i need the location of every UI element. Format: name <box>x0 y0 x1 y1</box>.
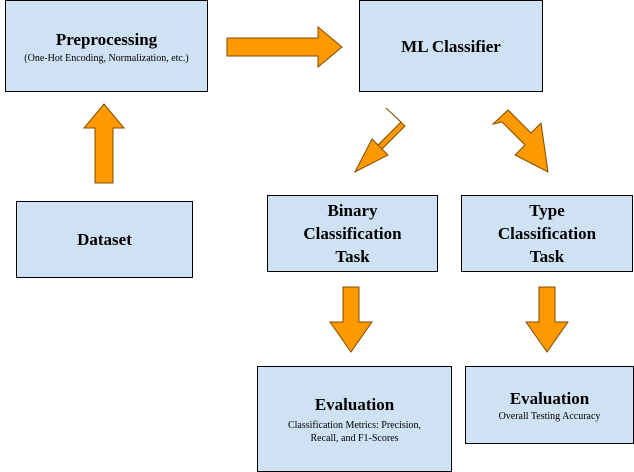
arrow-preprocessing-to-classifier <box>226 25 343 69</box>
arrow-type-to-evaluation <box>525 286 569 353</box>
arrow-classifier-to-binary <box>353 107 406 174</box>
binary-task-line-3: Task <box>335 247 370 266</box>
binary-task-line-1: Binary <box>327 201 378 220</box>
type-task-line-1: Type <box>529 201 565 220</box>
preprocessing-box: Preprocessing (One-Hot Encoding, Normali… <box>5 0 208 92</box>
binary-task-box: Binary Classification Task <box>267 195 438 272</box>
type-task-line-2: Classification <box>497 224 597 243</box>
arrow-binary-to-evaluation <box>329 286 373 353</box>
evaluation-binary-metrics-line-1: Classification Metrics: Precision, <box>287 420 422 431</box>
evaluation-binary-metrics-line-2: Recall, and F1-Scores <box>310 433 399 444</box>
preprocessing-title: Preprocessing <box>55 29 158 49</box>
ml-classifier-box: ML Classifier <box>359 0 543 92</box>
arrow-dataset-to-preprocessing <box>82 103 126 184</box>
dataset-title: Dataset <box>77 230 132 249</box>
binary-task-line-2: Classification <box>303 224 402 243</box>
ml-classifier-title: ML Classifier <box>401 36 501 56</box>
type-task-line-3: Task <box>529 247 565 266</box>
arrow-classifier-to-type <box>491 109 549 173</box>
evaluation-type-box: Evaluation Overall Testing Accuracy <box>465 366 634 444</box>
evaluation-binary-box: Evaluation Classification Metrics: Preci… <box>257 366 452 472</box>
dataset-box: Dataset <box>16 201 193 278</box>
evaluation-binary-title: Evaluation <box>314 395 395 414</box>
evaluation-type-metric: Overall Testing Accuracy <box>498 411 601 422</box>
evaluation-type-title: Evaluation <box>509 389 590 408</box>
type-task-box: Type Classification Task <box>461 195 633 272</box>
preprocessing-subtitle: (One-Hot Encoding, Normalization, etc.) <box>24 52 189 64</box>
